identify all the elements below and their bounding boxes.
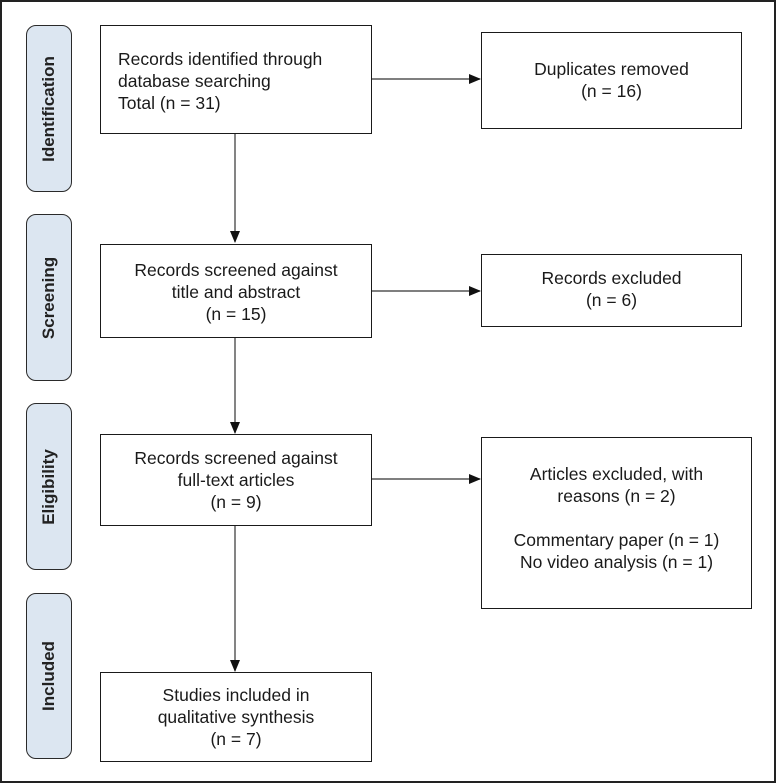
box-text-line: (n = 7) [210,729,262,749]
records-screened-title-box: Records screened against title and abstr… [100,244,372,338]
box-text-line: Records excluded [541,268,682,288]
exclusion-reason: No video analysis (n = 1) [519,552,714,572]
box-text-line: database searching [118,71,271,91]
box-text-line: Records screened against [134,448,338,468]
stage-label: Included [39,641,58,711]
box-text-line: qualitative synthesis [157,707,315,727]
box-text-line: (n = 6) [585,290,638,310]
stage-included: Included [26,593,72,759]
articles-excluded-box: Articles excluded, with reasons (n = 2) … [481,437,752,609]
stage-label: Identification [39,55,58,162]
box-text-line: Total (n = 31) [118,93,221,113]
box-text-line: Duplicates removed [534,59,689,79]
box-text-line: (n = 15) [205,304,267,324]
box-text-line: full-text articles [177,470,295,490]
stage-label: Eligibility [39,448,58,525]
duplicates-removed-box: Duplicates removed (n = 16) [481,32,742,129]
box-text-line: Studies included in [162,685,310,705]
box-text-line: Articles excluded, with [529,464,704,484]
records-screened-fulltext-box: Records screened against full-text artic… [100,434,372,526]
studies-included-box: Studies included in qualitative synthesi… [100,672,372,762]
box-text-line: (n = 9) [210,492,262,512]
box-text-line: title and abstract [171,282,301,302]
box-text-line: Records screened against [134,260,338,280]
stage-identification: Identification [26,25,72,192]
stage-label: Screening [39,256,58,339]
stage-eligibility: Eligibility [26,403,72,570]
stage-screening: Screening [26,214,72,381]
box-text-line: (n = 16) [581,81,642,101]
records-identified-box: Records identified through database sear… [100,25,372,134]
exclusion-reason: Commentary paper (n = 1) [513,530,720,550]
box-text-line: Records identified through [118,49,323,69]
box-text-line: reasons (n = 2) [557,486,676,506]
records-excluded-box: Records excluded (n = 6) [481,254,742,327]
